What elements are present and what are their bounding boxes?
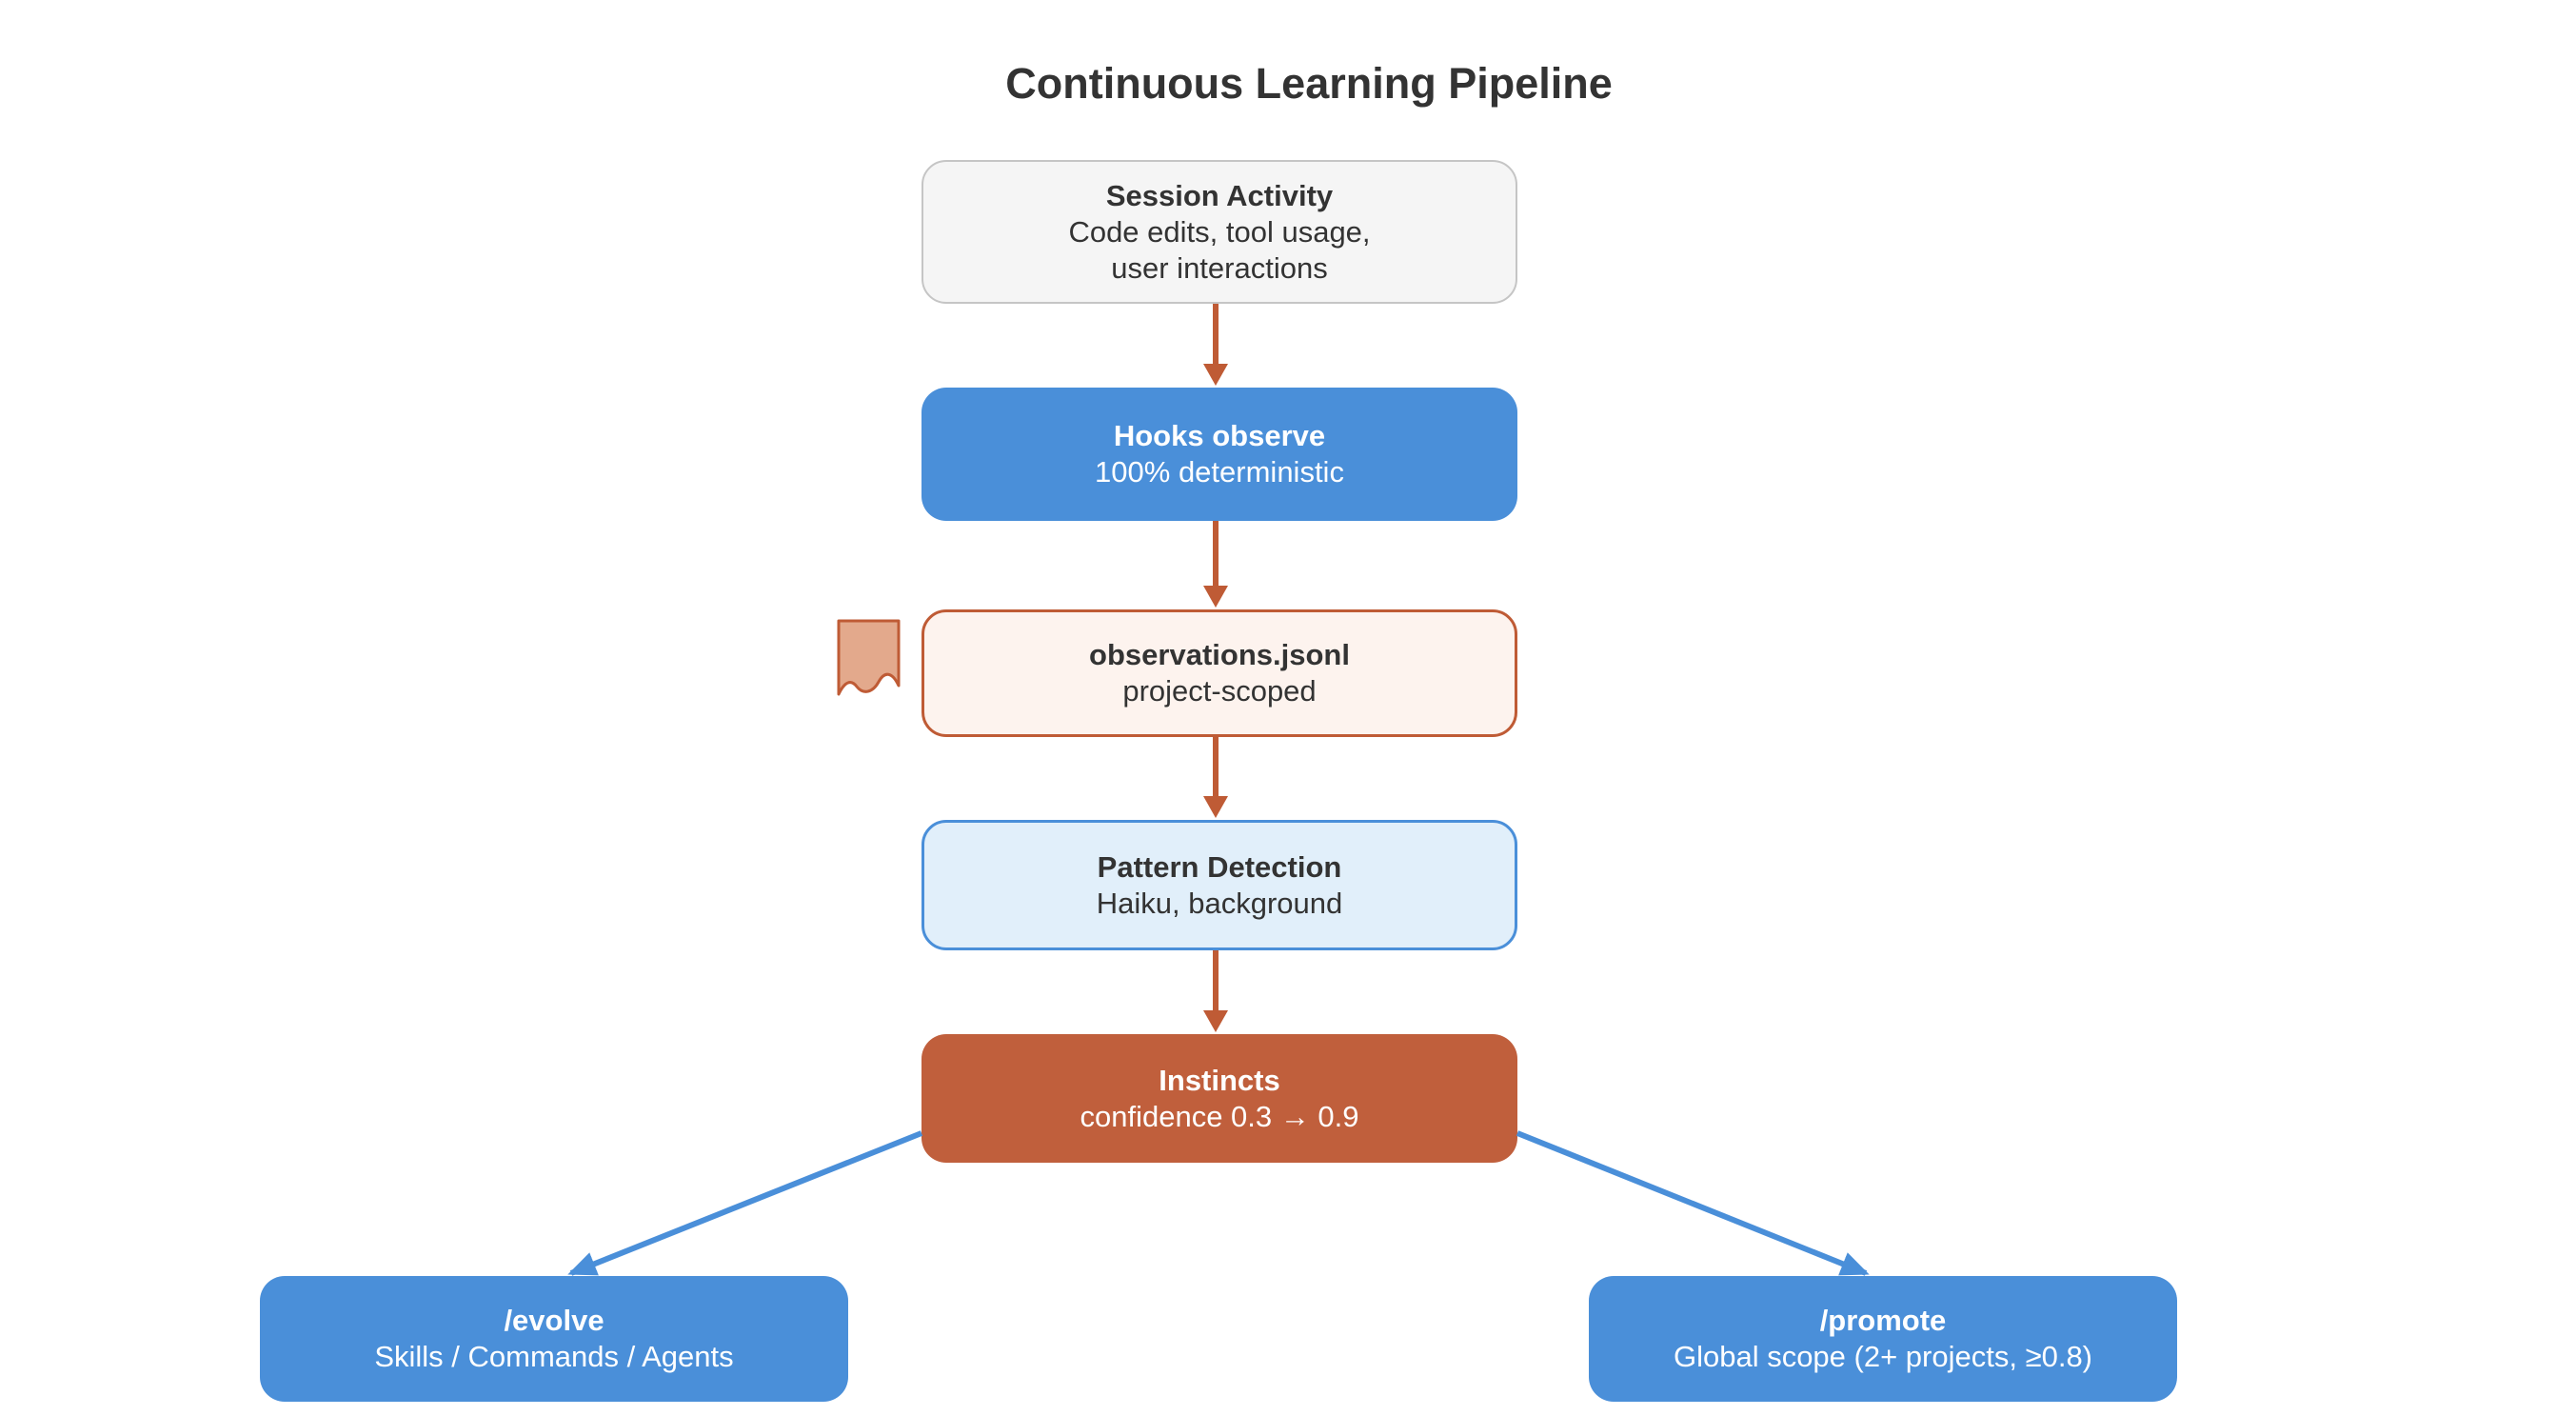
node-evolve: /evolve Skills / Commands / Agents: [260, 1276, 848, 1402]
node-session-activity: Session Activity Code edits, tool usage,…: [921, 160, 1517, 304]
node-hooks-observe-title: Hooks observe: [1113, 419, 1326, 452]
node-pattern-detection-line: Haiku, background: [1096, 886, 1343, 920]
arrow-shaft: [1213, 950, 1219, 1010]
arrowhead-down-icon: [1203, 364, 1228, 386]
node-instincts-line: confidence 0.3 → 0.9: [1080, 1099, 1359, 1133]
arrowhead-down-icon: [1203, 1010, 1228, 1032]
node-instincts: Instincts confidence 0.3 → 0.9: [921, 1034, 1517, 1163]
node-session-activity-line: user interactions: [1111, 250, 1328, 285]
node-observations-jsonl-title: observations.jsonl: [1089, 638, 1350, 671]
node-evolve-title: /evolve: [504, 1304, 604, 1337]
node-session-activity-line: Code edits, tool usage,: [1068, 214, 1371, 249]
node-session-activity-title: Session Activity: [1105, 178, 1334, 212]
arrow-session-to-hooks: [1203, 304, 1228, 386]
node-promote: /promote Global scope (2+ projects, ≥0.8…: [1589, 1276, 2177, 1402]
node-instincts-title: Instincts: [1159, 1063, 1280, 1097]
node-hooks-observe-line: 100% deterministic: [1095, 455, 1344, 489]
arrowhead-down-icon: [1203, 796, 1228, 818]
arrow-pattern-to-instincts: [1203, 950, 1228, 1032]
node-promote-title: /promote: [1819, 1304, 1947, 1337]
node-hooks-observe: Hooks observe 100% deterministic: [921, 388, 1517, 521]
arrow-hooks-to-observations: [1203, 521, 1228, 608]
arrow-instincts-to-promote: [1516, 1130, 1870, 1276]
note-icon: [837, 619, 901, 696]
diagram-title: Continuous Learning Pipeline: [1005, 59, 1613, 108]
node-pattern-detection: Pattern Detection Haiku, background: [921, 820, 1517, 950]
node-observations-jsonl: observations.jsonl project-scoped: [921, 609, 1517, 737]
arrow-shaft: [1213, 521, 1219, 586]
arrow-shaft: [1213, 304, 1219, 364]
node-evolve-line: Skills / Commands / Agents: [374, 1340, 734, 1373]
arrow-instincts-to-evolve: [567, 1130, 923, 1276]
arrow-observations-to-pattern: [1203, 737, 1228, 818]
node-promote-line: Global scope (2+ projects, ≥0.8): [1673, 1340, 2093, 1373]
node-pattern-detection-title: Pattern Detection: [1097, 849, 1342, 884]
node-observations-jsonl-line: project-scoped: [1122, 674, 1317, 708]
arrowhead-down-icon: [1203, 586, 1228, 608]
arrow-shaft: [1213, 737, 1219, 796]
